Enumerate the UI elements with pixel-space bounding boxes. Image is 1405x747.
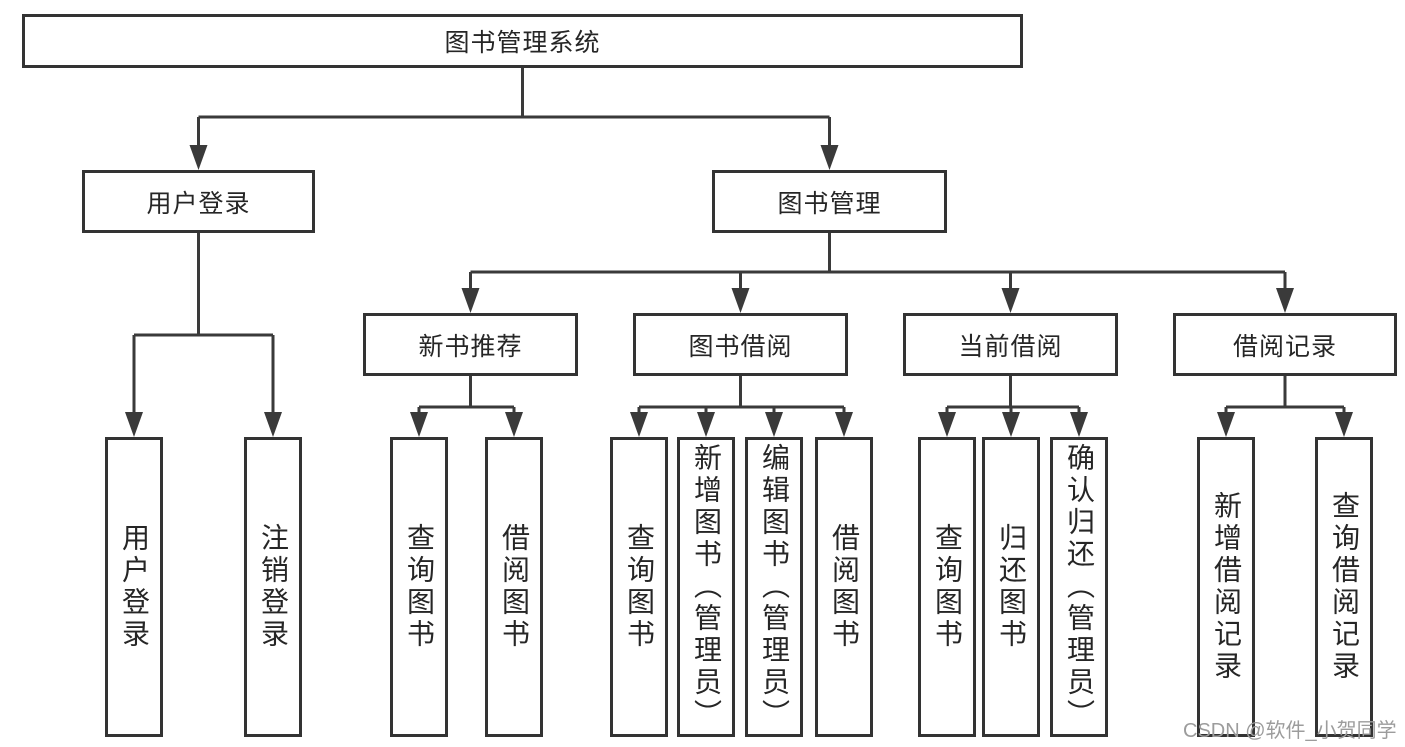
leaf-query-books-current-label: 查询图书 [932, 523, 963, 651]
leaf-return-book-label: 归还图书 [996, 523, 1027, 651]
connector-current-borrow [938, 376, 1088, 437]
node-new-book-recommend: 新书推荐 [363, 313, 578, 376]
node-current-borrow: 当前借阅 [903, 313, 1118, 376]
leaf-edit-book-admin-label: 编辑图书（管理员） [759, 443, 790, 731]
connector-root [189, 68, 839, 170]
leaf-query-books-borrow: 查询图书 [610, 437, 668, 737]
node-current-borrow-label: 当前借阅 [958, 332, 1063, 361]
connector-book-management [461, 233, 1294, 313]
leaf-query-books-current: 查询图书 [918, 437, 976, 737]
leaf-user-login-label: 用户登录 [119, 523, 150, 651]
leaf-query-books-recommend-label: 查询图书 [404, 523, 435, 651]
node-borrow-records: 借阅记录 [1173, 313, 1397, 376]
leaf-borrow-books-recommend: 借阅图书 [485, 437, 543, 737]
leaf-return-book: 归还图书 [982, 437, 1040, 737]
leaf-logout-label: 注销登录 [258, 523, 289, 651]
leaf-user-login: 用户登录 [105, 437, 163, 737]
node-new-book-recommend-label: 新书推荐 [418, 332, 523, 361]
leaf-query-borrow-record-label: 查询借阅记录 [1329, 491, 1360, 683]
node-root: 图书管理系统 [22, 14, 1023, 68]
leaf-confirm-return-admin: 确认归还（管理员） [1050, 437, 1108, 737]
leaf-borrow-books-recommend-label: 借阅图书 [499, 523, 530, 651]
node-root-label: 图书管理系统 [444, 29, 601, 57]
leaf-query-borrow-record: 查询借阅记录 [1315, 437, 1373, 737]
connector-borrow-records [1217, 376, 1353, 437]
leaf-edit-book-admin: 编辑图书（管理员） [745, 437, 803, 737]
node-book-borrow: 图书借阅 [633, 313, 848, 376]
leaf-borrow-books-label: 借阅图书 [829, 523, 860, 651]
node-user-login: 用户登录 [82, 170, 315, 233]
leaf-add-book-admin-label: 新增图书（管理员） [691, 443, 722, 731]
node-book-management: 图书管理 [712, 170, 947, 233]
leaf-add-borrow-record: 新增借阅记录 [1197, 437, 1255, 737]
leaf-query-books-borrow-label: 查询图书 [624, 523, 655, 651]
node-book-borrow-label: 图书借阅 [688, 332, 793, 361]
leaf-add-borrow-record-label: 新增借阅记录 [1211, 491, 1242, 683]
leaf-borrow-books: 借阅图书 [815, 437, 873, 737]
leaf-logout: 注销登录 [244, 437, 302, 737]
connector-user-login [125, 233, 282, 437]
node-user-login-label: 用户登录 [146, 189, 251, 218]
node-borrow-records-label: 借阅记录 [1232, 332, 1337, 361]
csdn-watermark: CSDN @软件_小贺同学 [1183, 720, 1397, 742]
connector-new-book-recommend [410, 376, 523, 437]
node-book-management-label: 图书管理 [777, 189, 882, 218]
leaf-add-book-admin: 新增图书（管理员） [677, 437, 735, 737]
leaf-confirm-return-admin-label: 确认归还（管理员） [1064, 443, 1095, 731]
connector-book-borrow [630, 376, 853, 437]
leaf-query-books-recommend: 查询图书 [390, 437, 448, 737]
